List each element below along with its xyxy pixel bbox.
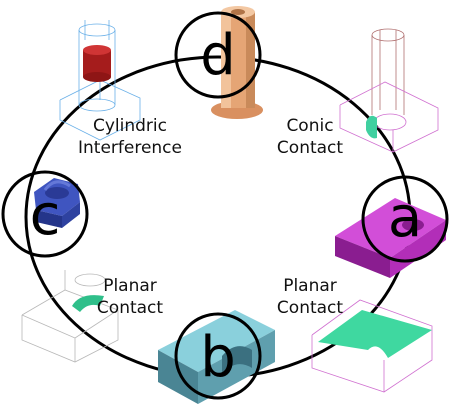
conic-contact-illustration <box>339 28 439 153</box>
node-a: a <box>361 175 449 263</box>
node-d-letter: d <box>200 23 236 88</box>
cylindric-interference-illustration <box>59 20 141 141</box>
label-planar-contact-left: Planar Contact <box>97 276 163 318</box>
node-c-letter: c <box>30 183 61 248</box>
label-conic-contact: Conic Contact <box>277 116 343 158</box>
planar-contact-left-illustration <box>21 270 119 363</box>
svg-text:Cylindric: Cylindric <box>93 116 167 136</box>
svg-text:Conic: Conic <box>286 116 333 136</box>
node-c: c <box>1 170 89 258</box>
label-cylindric-interference: Cylindric Interference <box>78 116 182 158</box>
svg-text:Contact: Contact <box>277 298 343 318</box>
node-b-letter: b <box>200 325 236 390</box>
planar-contact-right-illustration <box>311 299 433 393</box>
svg-text:Contact: Contact <box>277 138 343 158</box>
node-a-letter: a <box>388 185 422 250</box>
node-b: b <box>174 312 262 400</box>
svg-text:Contact: Contact <box>97 298 163 318</box>
magenta-block-part <box>335 198 446 278</box>
blue-nut-part <box>34 178 80 228</box>
node-d: d <box>174 11 262 99</box>
svg-text:Planar: Planar <box>103 276 157 296</box>
label-planar-contact-right: Planar Contact <box>277 276 343 318</box>
svg-text:Interference: Interference <box>78 138 182 158</box>
svg-text:Planar: Planar <box>283 276 337 296</box>
